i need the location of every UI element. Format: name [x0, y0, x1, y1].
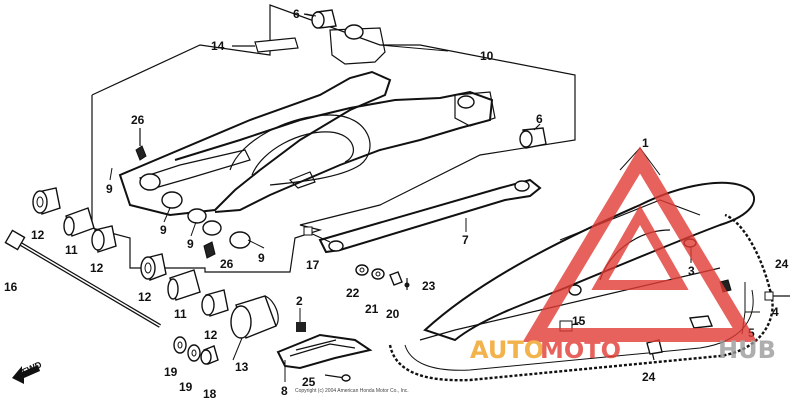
- callout-25: 25: [302, 375, 316, 389]
- callout-12c: 12: [138, 290, 152, 304]
- callout-22: 22: [346, 286, 360, 300]
- callout-13: 13: [235, 360, 249, 374]
- callout-19b: 19: [179, 380, 193, 394]
- callout-1: 1: [642, 136, 649, 150]
- callout-4: 4: [772, 305, 779, 319]
- grease-fittings: [135, 128, 216, 259]
- label-plate: [232, 37, 299, 53]
- callout-6b: 6: [536, 112, 543, 126]
- callout-12b: 12: [90, 261, 104, 275]
- callout-11b: 11: [174, 307, 187, 321]
- chain-slider-8: [276, 333, 373, 382]
- torque-link: [303, 178, 542, 254]
- fwd-arrow: [12, 365, 40, 384]
- callout-16: 16: [4, 280, 18, 294]
- callout-14: 14: [211, 39, 225, 53]
- callout-9c: 9: [187, 237, 194, 251]
- callout-7: 7: [462, 233, 469, 247]
- callout-19a: 19: [164, 365, 178, 379]
- callout-20: 20: [386, 307, 400, 321]
- callout-12d: 12: [204, 328, 218, 342]
- callout-9a: 9: [106, 182, 113, 196]
- callout-23: 23: [422, 279, 436, 293]
- bushing-6: [303, 9, 547, 149]
- callout-12a: 12: [31, 228, 45, 242]
- washers-nut: [173, 336, 219, 365]
- callout-2: 2: [296, 294, 303, 308]
- callout-6a: 6: [293, 7, 300, 21]
- callout-10: 10: [480, 49, 494, 63]
- pivot-bushings: [32, 187, 279, 339]
- watermark-logo: AUTO MOTO HUB: [470, 146, 776, 364]
- callout-18: 18: [203, 387, 217, 401]
- callout-9d: 9: [258, 251, 265, 265]
- swingarm: [91, 4, 576, 273]
- callout-26a: 26: [131, 113, 145, 127]
- callout-24a: 24: [775, 257, 789, 271]
- callout-3: 3: [688, 264, 695, 278]
- callout-11a: 11: [65, 243, 78, 257]
- watermark-part3: HUB: [718, 336, 776, 364]
- watermark-part1: AUTO: [470, 336, 544, 364]
- copyright-text: Copyright (c) 2004 American Honda Motor …: [295, 388, 409, 394]
- callout-21: 21: [365, 302, 379, 316]
- watermark-part2: MOTO: [540, 336, 621, 364]
- pivot-shaft: [4, 229, 162, 328]
- callout-9b: 9: [160, 223, 167, 237]
- callout-15: 15: [572, 314, 586, 328]
- bolt-2: [296, 322, 306, 332]
- link-hardware: [355, 264, 410, 290]
- callout-24b: 24: [642, 370, 656, 384]
- callout-26b: 26: [220, 257, 234, 271]
- callout-8: 8: [281, 384, 288, 398]
- callout-17: 17: [306, 258, 320, 272]
- chain-hardware: [559, 279, 790, 361]
